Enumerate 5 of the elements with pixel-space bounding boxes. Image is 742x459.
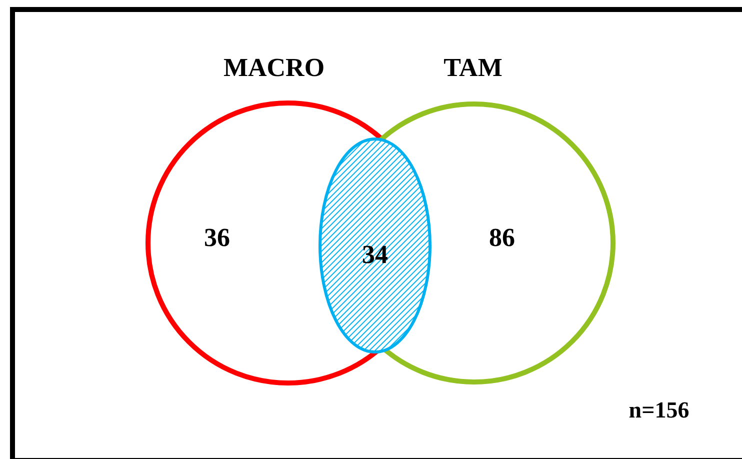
set-label: MACRO <box>223 55 325 81</box>
set-label: TAM <box>444 55 502 81</box>
count-label: 36 <box>204 225 230 251</box>
count-label: 86 <box>489 225 515 251</box>
sample-size-label: n=156 <box>628 398 690 422</box>
